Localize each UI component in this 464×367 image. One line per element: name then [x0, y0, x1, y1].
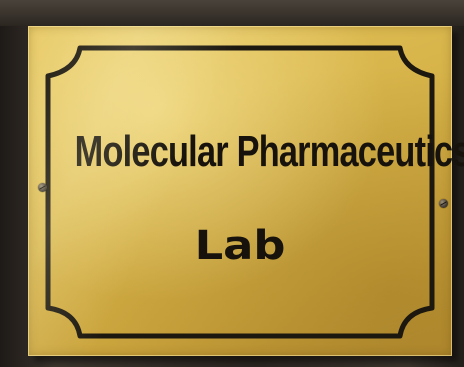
sign-subtitle: Lab	[194, 223, 286, 269]
screw-right	[439, 199, 448, 208]
gold-plaque: Molecular Pharmaceutics Lab	[28, 26, 464, 356]
wall-background	[0, 0, 464, 26]
sign-title: Molecular Pharmaceutics	[74, 127, 464, 176]
screw-left	[38, 183, 47, 192]
decorative-border	[45, 45, 435, 339]
